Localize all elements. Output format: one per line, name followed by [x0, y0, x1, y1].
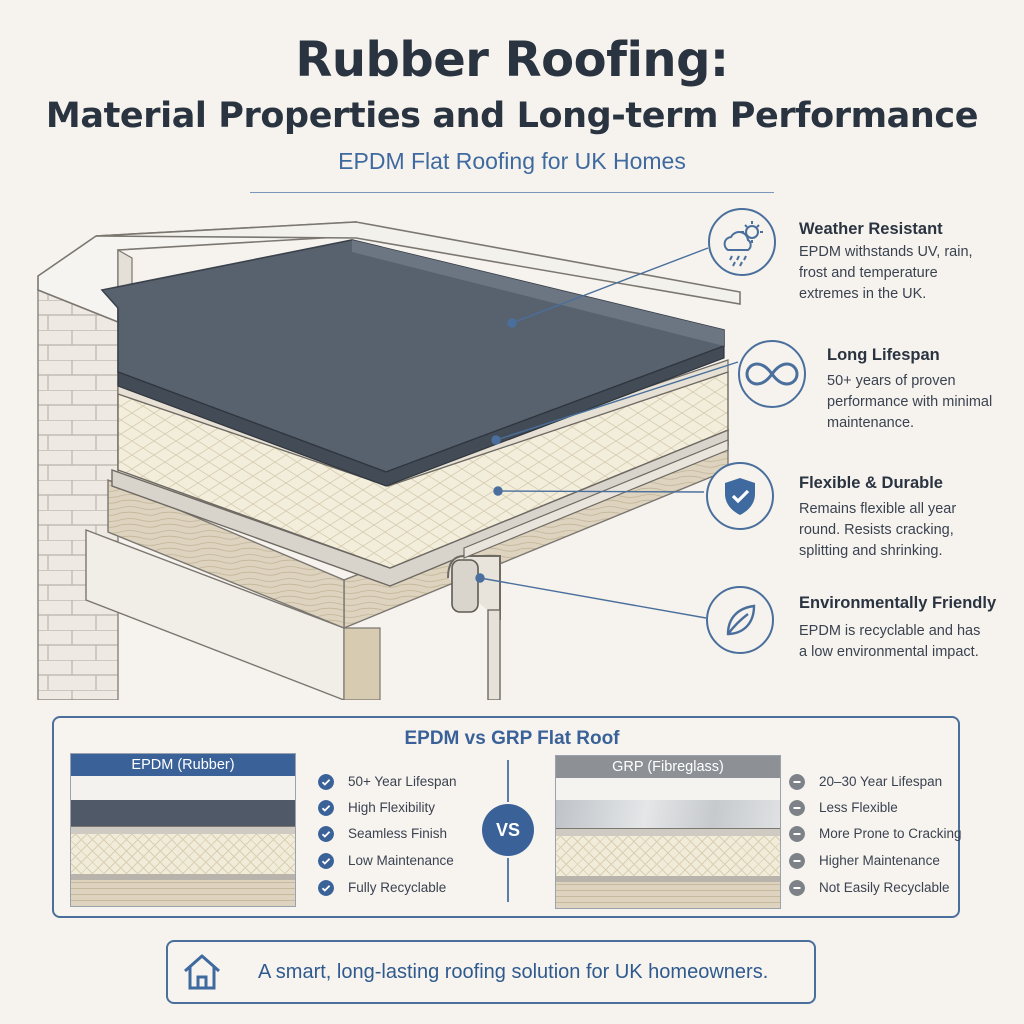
footer-tagline: A smart, long-lasting roofing solution f…: [258, 961, 769, 983]
page-title: Rubber Roofing:: [295, 32, 729, 88]
grp-point: Not Easily Recyclable: [819, 880, 950, 895]
comparison-title: EPDM vs GRP Flat Roof: [404, 728, 620, 749]
house-icon: [184, 954, 220, 990]
minus-icon: [789, 853, 805, 869]
title-divider: [250, 192, 774, 193]
leaf-icon: [706, 586, 774, 654]
grp-point: Higher Maintenance: [819, 853, 940, 868]
shield-check-icon: [706, 462, 774, 530]
roof-cross-section-illustration: [37, 221, 741, 700]
minus-icon: [789, 800, 805, 816]
epdm-label: EPDM (Rubber): [71, 754, 295, 776]
grp-point: More Prone to Cracking: [819, 826, 962, 841]
grp-layer-swatch: GRP (Fibreglass): [555, 755, 781, 909]
epdm-point: High Flexibility: [348, 800, 436, 815]
vs-badge: VS: [482, 804, 534, 856]
grp-point: 20–30 Year Lifespan: [819, 774, 943, 789]
feature-title-environment: Environmentally Friendly: [799, 594, 997, 612]
footer-banner: [166, 940, 816, 1004]
feature-title-weather: Weather Resistant: [799, 220, 943, 238]
feature-title-flexible: Flexible & Durable: [799, 474, 943, 492]
epdm-point: Low Maintenance: [348, 853, 454, 868]
epdm-point: Fully Recyclable: [348, 880, 447, 895]
check-icon: [318, 774, 334, 790]
weather-icon: [708, 208, 776, 276]
grp-point: Less Flexible: [819, 800, 898, 815]
page-subtitle: EPDM Flat Roofing for UK Homes: [338, 148, 686, 174]
vs-divider-bottom: [507, 858, 509, 902]
epdm-point: 50+ Year Lifespan: [348, 774, 457, 789]
feature-desc-environment: EPDM is recyclable and has a low environ…: [799, 623, 981, 660]
check-icon: [318, 826, 334, 842]
epdm-layer-swatch: EPDM (Rubber): [70, 753, 296, 907]
feature-desc-lifespan: 50+ years of proven performance with min…: [827, 373, 993, 431]
feature-desc-weather: EPDM withstands UV, rain, frost and temp…: [799, 244, 973, 302]
feature-desc-flexible: Remains flexible all year round. Resists…: [799, 501, 957, 559]
check-icon: [318, 853, 334, 869]
minus-icon: [789, 880, 805, 896]
epdm-point: Seamless Finish: [348, 826, 448, 841]
grp-label: GRP (Fibreglass): [556, 756, 780, 778]
check-icon: [318, 880, 334, 896]
page-title-line2: Material Properties and Long-term Perfor…: [45, 96, 979, 136]
check-icon: [318, 800, 334, 816]
minus-icon: [789, 826, 805, 842]
feature-title-lifespan: Long Lifespan: [827, 346, 940, 364]
infinity-icon: [738, 340, 806, 408]
minus-icon: [789, 774, 805, 790]
vs-divider-top: [507, 760, 509, 802]
